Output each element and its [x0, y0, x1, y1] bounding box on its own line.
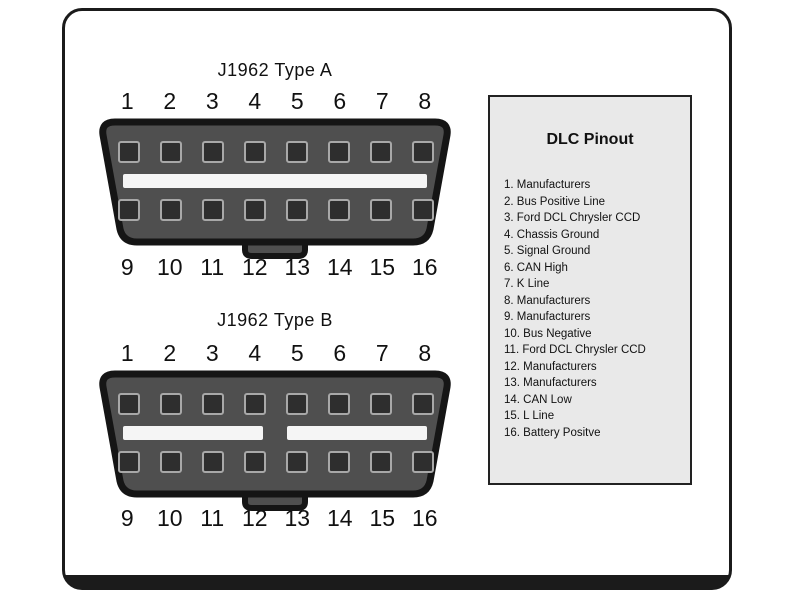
legend-item: 1. Manufacturers: [504, 179, 591, 191]
pin-number: 5: [290, 340, 304, 366]
pin-number: 15: [369, 505, 396, 531]
pin-number: 1: [120, 88, 134, 114]
legend-item: 2. Bus Positive Line: [504, 195, 606, 208]
pin-number: 4: [248, 88, 262, 114]
legend-item: 13. Manufacturers: [504, 377, 597, 389]
legend-item: 7. K Line: [504, 278, 550, 290]
dlc-pinout-legend: DLC Pinout 1. Manufacturers 2. Bus Posit…: [488, 95, 692, 485]
legend-item: 8. Manufacturers: [504, 294, 591, 307]
pin-number: 12: [241, 505, 268, 531]
key-bar-left: [123, 426, 263, 440]
pin-number: 11: [200, 254, 225, 280]
pin-number: 4: [248, 340, 262, 366]
pin-number: 11: [200, 505, 225, 531]
pin-number: 16: [411, 254, 438, 280]
pin-number: 14: [326, 505, 353, 531]
pin-number: 6: [333, 340, 347, 366]
legend-items: 1. Manufacturers 2. Bus Positive Line 3.…: [490, 177, 690, 441]
pin-number: 2: [163, 340, 177, 366]
connector-a-top-pin-numbers: 1 2 3 4 5 6 7 8: [106, 88, 446, 115]
legend-item: 3. Ford DCL Chrysler CCD: [504, 212, 641, 224]
legend-item: 16. Battery Positve: [504, 426, 601, 439]
pin-number: 12: [241, 254, 268, 280]
pin-number: 9: [120, 505, 134, 531]
pin-number: 16: [411, 505, 438, 531]
connector-b-top-pin-numbers: 1 2 3 4 5 6 7 8: [106, 340, 446, 367]
pin-number: 13: [284, 505, 311, 531]
legend-item: 11. Ford DCL Chrysler CCD: [504, 344, 646, 356]
legend-item: 10. Bus Negative: [504, 327, 592, 340]
connector-b-title: J1962 Type B: [217, 310, 333, 330]
legend-item: 14. CAN Low: [504, 393, 572, 406]
legend-title: DLC Pinout: [546, 131, 634, 148]
pin-number: 8: [418, 340, 432, 366]
legend-item: 4. Chassis Ground: [504, 228, 600, 241]
pin-number: 2: [163, 88, 177, 114]
key-bar: [123, 174, 427, 188]
pin-number: 7: [375, 340, 389, 366]
pin-number: 5: [290, 88, 304, 114]
legend-item: 5. Signal Ground: [504, 245, 591, 257]
pin-number: 15: [369, 254, 396, 280]
frame-bottom-bar: [65, 575, 729, 587]
legend-item: 9. Manufacturers: [504, 311, 591, 323]
connector-b-bottom-pin-numbers: 9 10 11 12 13 14 15 16: [106, 505, 446, 532]
pin-number: 3: [205, 340, 219, 366]
legend-item: 15. L Line: [504, 410, 555, 422]
pin-number: 3: [205, 88, 219, 114]
obd-connector-type-a-graphic: [99, 118, 451, 259]
legend-item: 6. CAN High: [504, 261, 568, 274]
pin-number: 10: [156, 254, 183, 280]
connector-a-bottom-pin-numbers: 9 10 11 12 13 14 15 16: [106, 254, 446, 281]
obd-connector-type-b-graphic: [99, 370, 451, 511]
connector-a-title: J1962 Type A: [217, 60, 333, 80]
pin-number: 1: [120, 340, 134, 366]
legend-item: 12. Manufacturers: [504, 360, 597, 373]
pin-number: 6: [333, 88, 347, 114]
pin-number: 7: [375, 88, 389, 114]
key-bar-right: [287, 426, 427, 440]
pin-number: 9: [120, 254, 134, 280]
pin-number: 14: [326, 254, 353, 280]
pin-number: 10: [156, 505, 183, 531]
pin-number: 8: [418, 88, 432, 114]
pin-number: 13: [284, 254, 311, 280]
